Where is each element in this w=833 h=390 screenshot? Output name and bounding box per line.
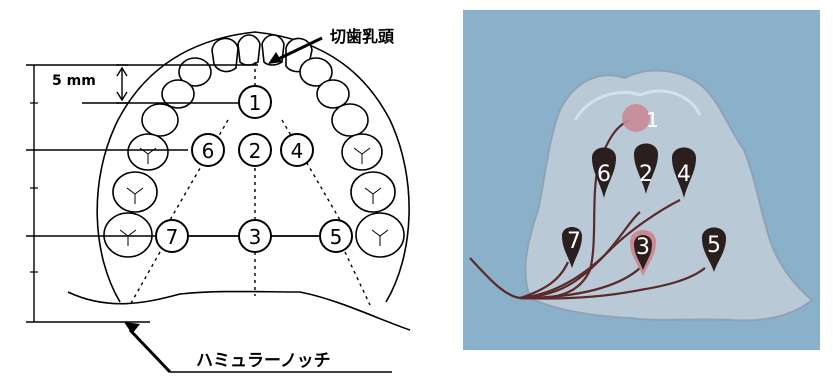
photo-electrode-1-label: 1 bbox=[646, 108, 659, 132]
dimension-5mm bbox=[116, 65, 128, 103]
electrode-7: 7 bbox=[156, 220, 188, 252]
sensor-plate-photo: 1 2 3 4 5 6 bbox=[463, 10, 820, 350]
electrode-3: 3 bbox=[239, 220, 271, 252]
hamular-arrow-line bbox=[130, 330, 170, 372]
soft-palate-line bbox=[68, 292, 410, 331]
electrode-1: 1 bbox=[239, 86, 271, 118]
reference-lines bbox=[26, 65, 352, 322]
incisive-papilla-label: 切歯乳頭 bbox=[330, 27, 395, 46]
photo-electrode-4-label: 4 bbox=[677, 162, 691, 187]
electrode-2: 2 bbox=[239, 134, 271, 166]
electrode-1-label: 1 bbox=[249, 91, 262, 115]
electrode-2-label: 2 bbox=[249, 139, 262, 163]
electrode-4-label: 4 bbox=[291, 139, 304, 163]
electrode-4: 4 bbox=[281, 134, 313, 166]
hamular-notch-label: ハミュラーノッチ bbox=[196, 351, 331, 371]
photo-electrode-1: 1 bbox=[622, 104, 659, 132]
electrode-7-label: 7 bbox=[166, 225, 179, 249]
photo-electrode-2-label: 2 bbox=[639, 162, 653, 187]
electrode-5-label: 5 bbox=[330, 225, 343, 249]
electrode-6: 6 bbox=[192, 134, 224, 166]
electrode-3-label: 3 bbox=[249, 225, 262, 249]
photo-electrode-3-label: 3 bbox=[636, 235, 650, 260]
photo-electrode-5-label: 5 bbox=[707, 233, 721, 258]
dimension-label: 5 mm bbox=[52, 73, 96, 89]
photo-electrode-6-label: 6 bbox=[597, 162, 611, 187]
schematic-diagram: 5 mm 1 2 3 bbox=[26, 27, 410, 372]
electrode-circles: 1 2 3 4 5 6 7 bbox=[156, 86, 352, 252]
electrode-5: 5 bbox=[320, 220, 352, 252]
hamular-arrowhead bbox=[124, 322, 140, 334]
electrode-6-label: 6 bbox=[202, 139, 215, 163]
photo-electrode-7-label: 7 bbox=[567, 229, 581, 254]
